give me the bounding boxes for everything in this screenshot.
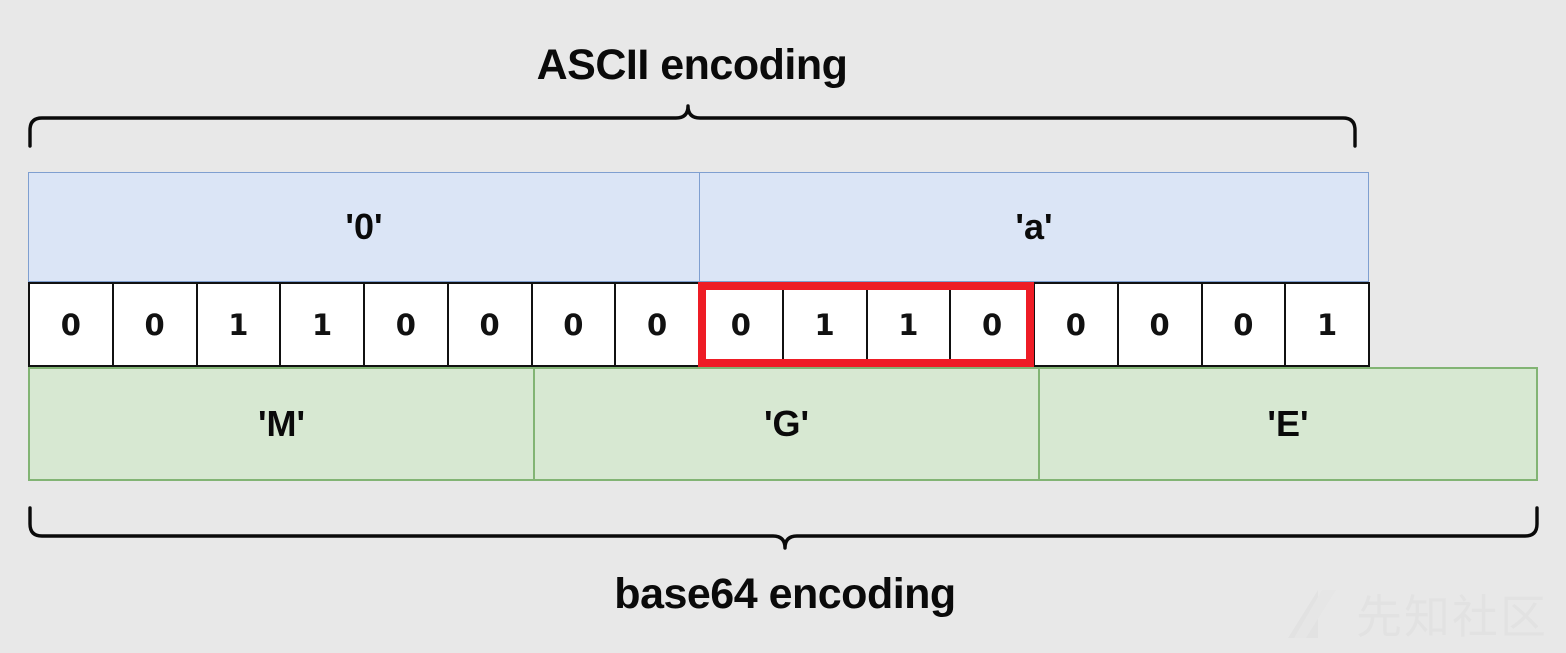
base64-cell: 'M' (28, 367, 535, 481)
bottom-bracket-icon (28, 506, 1539, 550)
top-bracket-icon (28, 104, 1357, 148)
base64-encoding-title: base64 encoding (614, 570, 956, 618)
bit-cell: 1 (279, 282, 365, 367)
bit-cell: 1 (1284, 282, 1370, 367)
bit-cell: 0 (1033, 282, 1119, 367)
bit-row: 0 0 1 1 0 0 0 0 0 1 1 0 0 0 0 1 (28, 282, 1370, 367)
bit-cell: 0 (446, 282, 533, 367)
ascii-byte-cell: 'a' (699, 172, 1369, 282)
bit-cell: 0 (698, 282, 784, 367)
bit-cell: 1 (865, 282, 952, 367)
base64-cell: 'G' (533, 367, 1040, 481)
bit-cell: 0 (1116, 282, 1203, 367)
ascii-byte-cell: '0' (28, 172, 700, 282)
base64-cell: 'E' (1038, 367, 1538, 481)
bit-cell: 0 (363, 282, 449, 367)
ascii-byte-row: '0' 'a' (28, 172, 1370, 282)
bit-cell: 0 (614, 282, 700, 367)
bit-cell: 0 (28, 282, 114, 367)
bit-cell: 0 (949, 282, 1035, 367)
ascii-encoding-title: ASCII encoding (536, 41, 848, 89)
bit-cell: 1 (781, 282, 868, 367)
bit-cell: 1 (195, 282, 282, 367)
bit-cell: 0 (530, 282, 617, 367)
base64-row: 'M' 'G' 'E' (28, 367, 1538, 481)
bit-cell: 0 (1200, 282, 1287, 367)
bit-cell: 0 (111, 282, 198, 367)
